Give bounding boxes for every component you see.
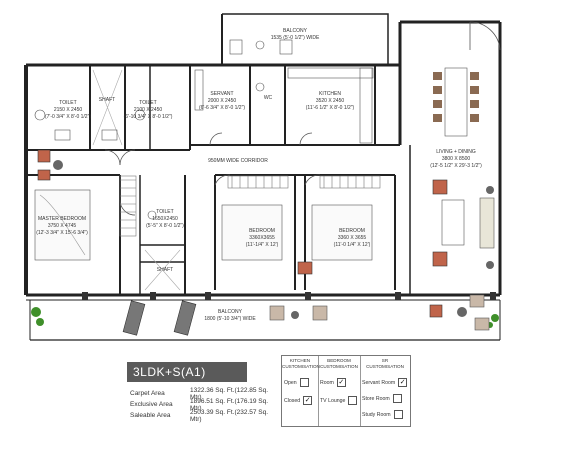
- sr-option-servant-room[interactable]: Servant Room✓: [362, 378, 408, 387]
- kitchen-option-open[interactable]: Open: [284, 378, 309, 387]
- corridor-name: 950MM WIDE CORRIDOR: [208, 158, 268, 164]
- sr-option-study-room[interactable]: Study Room: [362, 410, 403, 419]
- toilet-3-name: TOILET: [156, 209, 173, 215]
- checkbox[interactable]: [299, 378, 309, 387]
- balcony-bottom-name: BALCONY: [218, 309, 243, 315]
- room-labels: BALCONY 1535 (5'-0 1/2") WIDE TOILET 215…: [36, 28, 482, 322]
- area-row-exclusive: Exclusive Area 1896.51 Sq. Ft.(176.19 Sq…: [130, 397, 280, 412]
- kitchen-dims1: 3520 X 2450: [316, 98, 345, 104]
- toilet-3-dims2: (5'-5" X 8'-0 1/2"): [146, 223, 184, 229]
- wc-name: WC: [264, 95, 273, 101]
- kitchen-dims2: (11'-6 1/2" X 8'-0 1/2"): [306, 105, 355, 111]
- living-dims1: 3800 X 8500: [442, 156, 471, 162]
- accents: [31, 149, 499, 336]
- checkbox[interactable]: ✓: [398, 378, 408, 387]
- toilet-1-dims1: 2150 X 2450: [54, 107, 83, 113]
- living-dims2: (12'-5 1/2" X 29'-3 1/2"): [430, 163, 482, 169]
- toilet-3-dims1: 1650X2450: [152, 216, 178, 222]
- sr-option-store-room[interactable]: Store Room: [362, 394, 402, 403]
- area-label: Saleable Area: [130, 412, 171, 419]
- kitchen-option-closed[interactable]: Closed✓: [284, 396, 313, 405]
- shaft-1-name: SHAFT: [99, 97, 115, 103]
- bedroom-3-name: BEDROOM: [339, 228, 365, 234]
- unit-type-title: 3LDK+S(A1): [127, 362, 247, 382]
- checkbox[interactable]: [348, 396, 358, 405]
- area-row-carpet: Carpet Area 1322.36 Sq. Ft.(122.85 Sq. M…: [130, 386, 280, 401]
- kitchen-name: KITCHEN: [319, 91, 341, 97]
- servant-dims1: 2000 X 2450: [208, 98, 237, 104]
- checkbox[interactable]: ✓: [336, 378, 346, 387]
- balcony-bottom-dims: 1800 (5'-10 3/4") WIDE: [204, 316, 256, 322]
- master-dims1: 3750 X 4745: [48, 223, 77, 229]
- checkbox[interactable]: [392, 394, 402, 403]
- bedroom-option-tv-lounge[interactable]: TV Lounge: [320, 396, 358, 405]
- bedroom-2-dims2: (11'-1/4" X 12'): [246, 242, 279, 248]
- column-divider: [360, 356, 361, 426]
- bedroom-3-dims1: 3360 X 3655: [338, 235, 367, 241]
- bedroom-2-dims1: 3360X3655: [249, 235, 275, 241]
- servant-name: SERVANT: [210, 91, 233, 97]
- balcony-top-dims: 1535 (5'-0 1/2") WIDE: [271, 35, 320, 41]
- railing: [82, 292, 496, 300]
- master-name: MASTER BEDROOM: [38, 216, 86, 222]
- toilet-2-dims1: 2100 X 2450: [134, 107, 163, 113]
- bedroom-option-room[interactable]: Room✓: [320, 378, 346, 387]
- area-label: Exclusive Area: [130, 401, 173, 408]
- area-value: 1896.51 Sq. Ft.(176.19 Sq. Mtr): [190, 397, 269, 412]
- wardrobes: [92, 69, 381, 291]
- checkbox[interactable]: ✓: [303, 396, 313, 405]
- shaft-2-name: SHAFT: [157, 267, 173, 273]
- area-table: Carpet Area 1322.36 Sq. Ft.(122.85 Sq. M…: [130, 386, 280, 423]
- checkbox[interactable]: [393, 410, 403, 419]
- master-dims2: (12'-3 3/4" X 15'-6 3/4"): [36, 230, 88, 236]
- toilet-1-name: TOILET: [59, 100, 76, 106]
- walls: [24, 13, 502, 341]
- bedroom-3-dims2: (11'-0 1/4" X 12'): [334, 242, 371, 248]
- servant-dims2: (6'-6 3/4" X 8'-0 1/2"): [199, 105, 245, 111]
- toilet-2-dims2: (6'-10 3/4" X 8'-0 1/2"): [124, 114, 173, 120]
- area-value: 1322.36 Sq. Ft.(122.85 Sq. Mtr): [190, 386, 269, 401]
- area-label: Carpet Area: [130, 390, 165, 397]
- column-divider: [318, 356, 319, 426]
- balcony-top-name: BALCONY: [283, 28, 308, 34]
- area-value: 2503.39 Sq. Ft.(232.57 Sq. Mtr): [190, 408, 269, 423]
- furniture: [34, 39, 495, 261]
- toilet-1-dims2: (7'-0 3/4" X 8'-0 1/2"): [45, 114, 91, 120]
- toilet-2-name: TOILET: [139, 100, 156, 106]
- area-row-saleable: Saleable Area 2503.39 Sq. Ft.(232.57 Sq.…: [130, 408, 280, 423]
- bedroom-2-name: BEDROOM: [249, 228, 275, 234]
- living-name: LIVING + DINING: [436, 149, 476, 155]
